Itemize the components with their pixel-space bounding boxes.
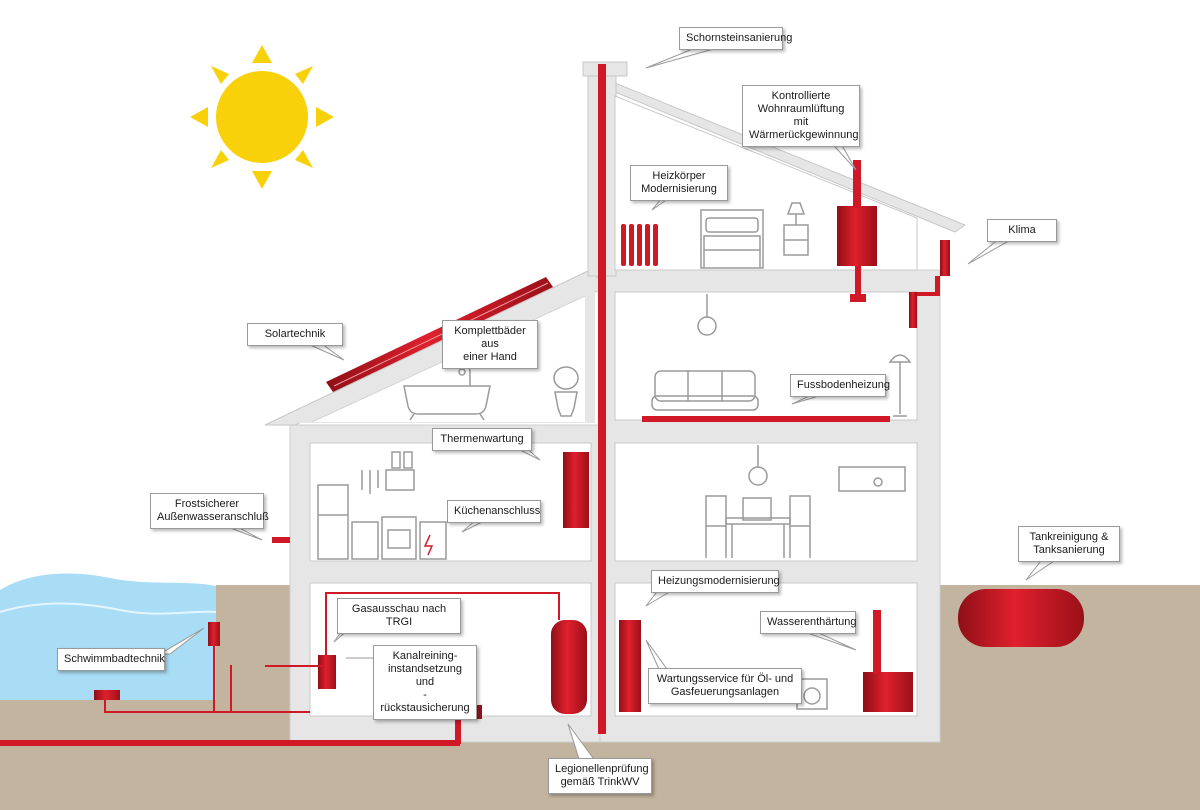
callout-text: instandsetzung und	[388, 663, 462, 688]
callout-text: Fussbodenheizung	[797, 379, 890, 391]
callout-text: Küchenanschluss	[454, 505, 541, 517]
callout-text: Tankreinigung &	[1029, 531, 1109, 543]
callout-solartechnik: Solartechnik	[247, 323, 343, 346]
callout-text: Solartechnik	[264, 328, 326, 340]
callout-kanalreinigung: Kanalreining- instandsetzung und -rückst…	[373, 645, 477, 720]
callout-text: Gasfeuerungsanlagen	[670, 686, 780, 698]
callout-text: gemäß TrinkWV	[560, 776, 640, 788]
callout-text: Heizungsmodernisierung	[658, 575, 780, 587]
callout-text: Tanksanierung	[1033, 544, 1105, 556]
callout-text: Kanalreining-	[392, 650, 458, 662]
callout-wasserenthaertung: Wasserenthärtung	[760, 611, 856, 634]
kitchen-icon	[317, 451, 447, 560]
callout-schwimmbadtechnik: Schwimmbadtechnik	[57, 648, 165, 671]
callout-kuechenanschluss: Küchenanschluss	[447, 500, 541, 523]
callout-text: einer Hand	[463, 351, 517, 363]
callout-text: Wasserenthärtung	[767, 616, 857, 628]
callout-schornsteinsanierung: Schornsteinsanierung	[679, 27, 793, 50]
callout-text: Schwimmbadtechnik	[64, 653, 165, 665]
radiator-icon	[621, 224, 658, 266]
callout-text: Außenwasseranschluß	[157, 511, 269, 523]
callout-heizungsmodernisierung: Heizungsmodernisierung	[651, 570, 780, 593]
pendant-lamp-icon	[697, 294, 768, 486]
sofa-icon	[651, 370, 759, 411]
callout-text: Klima	[1008, 224, 1036, 236]
nightstand-icon	[783, 202, 809, 256]
callout-text: Frostsicherer	[174, 498, 240, 510]
callout-thermenwartung: Thermenwartung	[432, 428, 532, 451]
bed-icon	[700, 209, 764, 269]
callout-frostsicherer-aussenwasseranschluss: Frostsicherer Außenwasseranschluß	[150, 493, 269, 529]
sun-icon	[190, 45, 334, 189]
callout-text: Gasausschau nach TRGI	[351, 603, 447, 628]
callout-text: Komplettbäder aus	[454, 325, 526, 350]
pool-water	[0, 573, 216, 700]
callout-text: -rückstausicherung	[380, 689, 470, 714]
callout-text: Modernisierung	[641, 183, 717, 195]
callout-text: Kontrollierte	[771, 90, 831, 102]
pool-wave	[0, 602, 217, 615]
dining-table-icon	[705, 495, 811, 558]
callout-text: Legionellenprüfung	[555, 763, 649, 775]
callout-tankreinigung: Tankreinigung & Tanksanierung	[1018, 526, 1120, 562]
callout-komplettbaeder: Komplettbäder aus einer Hand	[442, 320, 538, 369]
callout-text: Thermenwartung	[440, 433, 524, 445]
callout-gasausschau: Gasausschau nach TRGI	[337, 598, 461, 634]
callout-fussbodenheizung: Fussbodenheizung	[790, 374, 890, 397]
callout-text: Heizkörper	[652, 170, 706, 182]
callout-text: Schornsteinsanierung	[686, 32, 793, 44]
toilet-icon	[553, 366, 579, 417]
callout-text: Wohnraumlüftung mit	[757, 103, 845, 128]
callout-legionellenpruefung: Legionellenprüfung gemäß TrinkWV	[548, 758, 652, 794]
callout-wartungsservice: Wartungsservice für Öl- und Gasfeuerungs…	[648, 668, 802, 704]
furniture	[317, 202, 912, 710]
callout-text: Wärmerückgewinnung	[749, 129, 859, 141]
callout-heizkoerper-modernisierung: Heizkörper Modernisierung	[630, 165, 728, 201]
oil-tank-icon	[958, 589, 1084, 647]
callout-wohnraumlueftung: Kontrollierte Wohnraumlüftung mit Wärmer…	[742, 85, 860, 147]
floor-lamp-icon	[888, 354, 912, 417]
ground	[0, 585, 1200, 810]
callout-text: Wartungsservice für Öl- und	[656, 673, 794, 685]
callout-klima: Klima	[987, 219, 1057, 242]
